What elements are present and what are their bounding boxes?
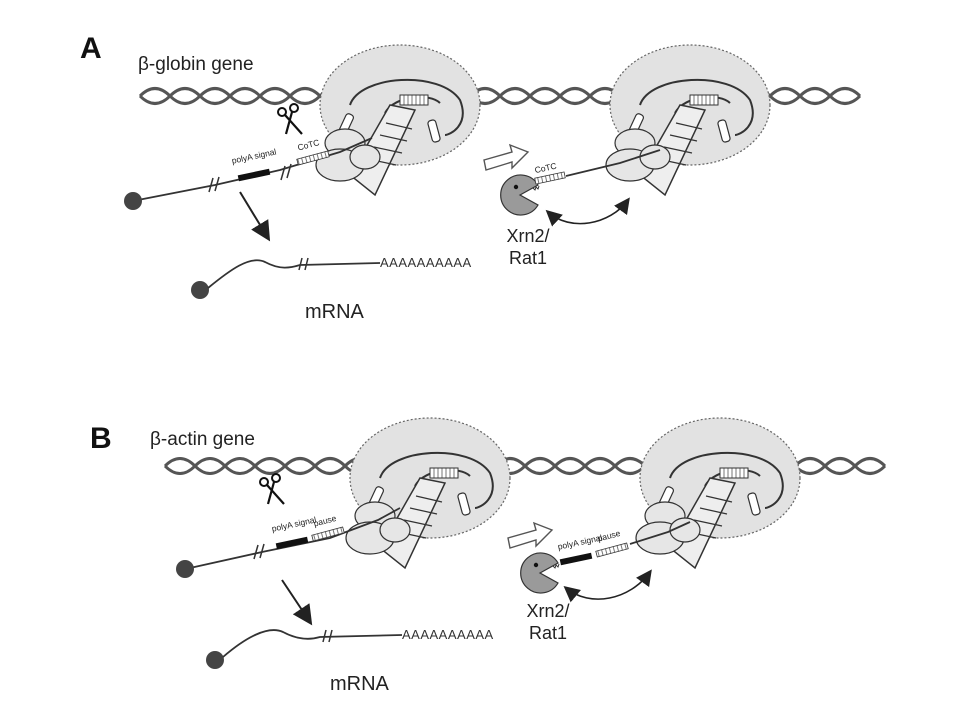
pacman-exonuclease-icon xyxy=(520,552,560,594)
panel-a-break-mark xyxy=(208,176,220,193)
panel-b-enzyme-line2: Rat1 xyxy=(529,623,567,643)
panel-a-interaction-arrow xyxy=(545,197,630,227)
panel-b-pause-block xyxy=(311,526,345,542)
panel-b-polya-block xyxy=(275,536,309,550)
panel-a-break-mark-2 xyxy=(280,163,292,181)
panel-b-mrna-break xyxy=(322,629,333,643)
panel-a-downstream-rna xyxy=(565,149,661,177)
panel-b-gene-label: β-actin gene xyxy=(150,429,255,450)
panel-a-moving-element-1: CoTC xyxy=(534,161,558,175)
pacman-exonuclease-icon xyxy=(500,174,540,216)
panel-b-downstream-rna xyxy=(629,521,691,545)
panel-a-letter: A xyxy=(80,32,102,65)
panel-b-cap xyxy=(176,560,194,578)
panel-b-moving-element-2: pause xyxy=(596,528,621,544)
panel-a-mrna-break xyxy=(298,257,309,271)
panel-b-element-2: pause xyxy=(312,513,337,529)
panel-b-element-1: polyA signal xyxy=(271,514,318,533)
panel-a-cotc-block xyxy=(296,150,330,166)
panel-a-element-1: polyA signal xyxy=(231,146,278,165)
panel-b-polymerase-right xyxy=(635,417,801,569)
panel-a-processing-arrow xyxy=(239,191,271,242)
panel-b-polya-tail: AAAAAAAAAA xyxy=(402,627,494,642)
panel-b-mrna-cap xyxy=(206,651,224,669)
panel-a-polya-tail: AAAAAAAAAA xyxy=(380,255,472,270)
hollow-arrow-icon xyxy=(507,521,554,549)
panel-a-moving-cotc xyxy=(534,171,566,185)
panel-a-mrna-label: mRNA xyxy=(305,301,365,323)
panel-b: B β-actin gene polyA signal pause AAAAAA… xyxy=(90,417,887,695)
panel-b-moving-pause-block xyxy=(595,542,629,558)
panel-a: A β-globin gene polyA signal CoTC AAAAAA… xyxy=(80,32,862,323)
panel-b-mrna-label: mRNA xyxy=(330,673,390,695)
panel-a-mrna-strand xyxy=(207,259,381,289)
panel-b-nascent-rna xyxy=(189,507,401,569)
panel-b-mrna-strand xyxy=(222,629,403,658)
panel-a-polymerase-right xyxy=(605,44,771,196)
panel-b-processing-arrow xyxy=(281,579,313,626)
panel-a-mrna-cap xyxy=(191,281,209,299)
panel-a-element-2: CoTC xyxy=(296,137,320,152)
panel-b-break-mark xyxy=(253,543,265,560)
hollow-arrow-icon xyxy=(483,143,530,171)
panel-a-cap xyxy=(124,192,142,210)
panel-b-moving-polya-block xyxy=(559,552,593,566)
panel-a-gene-label: β-globin gene xyxy=(138,54,254,75)
panel-a-enzyme-line2: Rat1 xyxy=(509,248,547,268)
panel-b-interaction-arrow xyxy=(563,569,652,603)
panel-a-polymerase-left xyxy=(315,44,481,196)
panel-b-letter: B xyxy=(90,422,112,455)
panel-a-polya-block xyxy=(237,168,271,182)
scissors-icon xyxy=(276,102,304,136)
panel-b-enzyme-line1: Xrn2/ xyxy=(526,601,569,621)
scissors-icon xyxy=(258,472,286,506)
panel-b-polymerase-left xyxy=(345,417,511,569)
panel-a-enzyme-line1: Xrn2/ xyxy=(506,226,549,246)
panel-a-nascent-rna xyxy=(137,137,373,201)
